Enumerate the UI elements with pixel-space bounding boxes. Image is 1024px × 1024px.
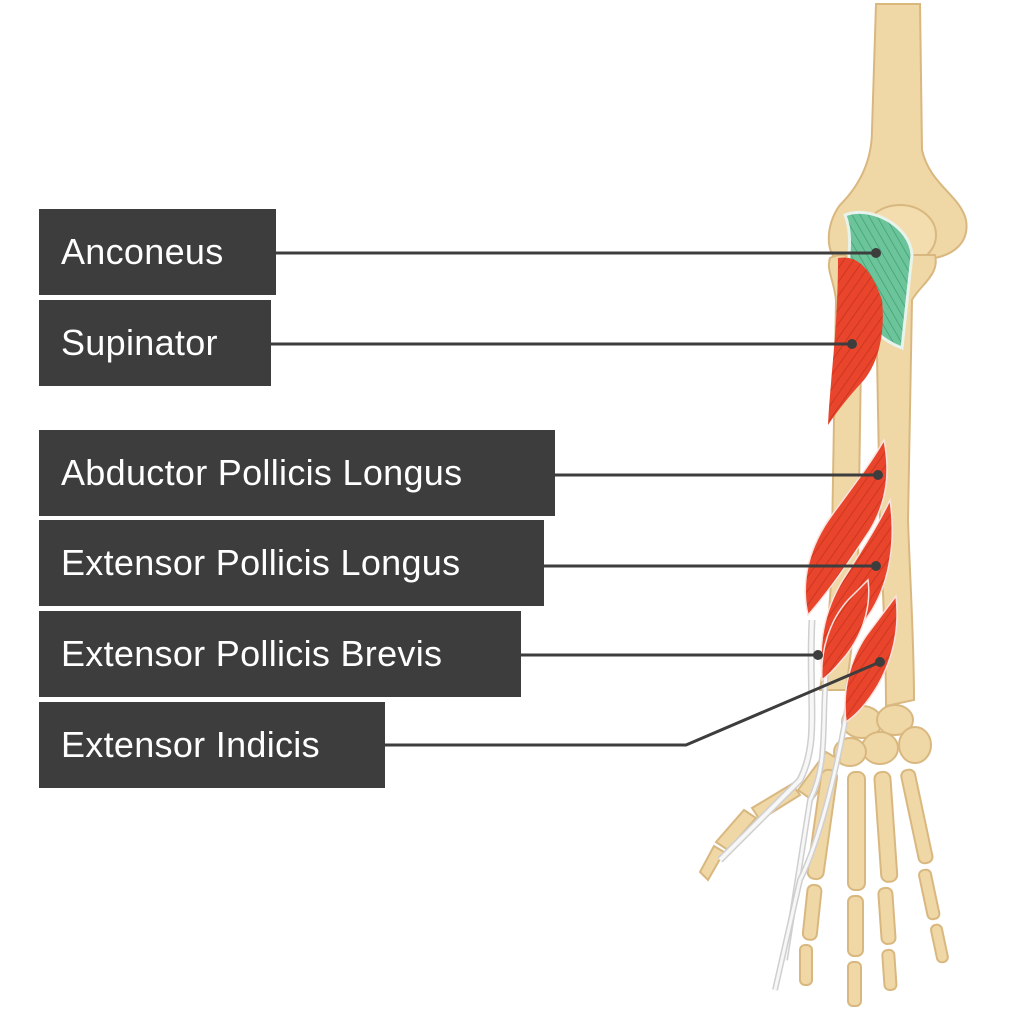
- label-anconeus: Anconeus: [39, 209, 276, 295]
- leader-line-extensor-indicis: [385, 660, 881, 747]
- label-supinator: Supinator: [39, 300, 271, 386]
- abductor-pollicis-longus-muscle: [804, 437, 888, 617]
- label-extensor-pollicis-brevis: Extensor Pollicis Brevis: [39, 611, 521, 697]
- label-abductor-pollicis-longus: Abductor Pollicis Longus: [39, 430, 555, 516]
- label-extensor-pollicis-brevis-text: Extensor Pollicis Brevis: [61, 633, 443, 674]
- carpal-bones: [833, 704, 932, 767]
- leader-dots: [813, 248, 885, 667]
- extensor-indicis-muscle: [844, 594, 898, 724]
- label-anconeus-text: Anconeus: [61, 231, 224, 272]
- label-abductor-pollicis-longus-text: Abductor Pollicis Longus: [61, 452, 463, 493]
- label-extensor-pollicis-longus-text: Extensor Pollicis Longus: [61, 542, 461, 583]
- label-extensor-indicis-text: Extensor Indicis: [61, 724, 320, 765]
- label-extensor-pollicis-longus: Extensor Pollicis Longus: [39, 520, 544, 606]
- label-supinator-text: Supinator: [61, 322, 218, 363]
- extensor-pollicis-brevis-muscle: [821, 578, 870, 682]
- finger-bones: [799, 768, 949, 1007]
- leader-lines: [271, 251, 881, 747]
- label-extensor-indicis: Extensor Indicis: [39, 702, 385, 788]
